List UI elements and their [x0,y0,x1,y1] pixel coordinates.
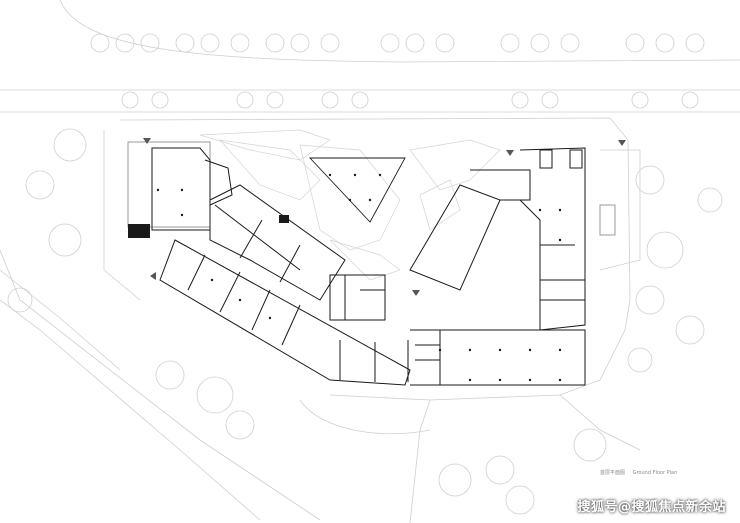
courtyard-pavilion [308,157,406,223]
triangle-marker-icon [143,138,626,296]
tree-canopy-icon [7,33,723,515]
watermark-text: 搜狐号@搜狐焦点新余站 [577,500,726,515]
stair-left [128,215,289,238]
structural-columns [156,173,562,382]
building-right-wing [409,147,616,386]
plan-title-en: Ground Floor Plan [632,470,678,476]
courtyard-landscape [199,129,501,281]
building-left-wing [127,141,411,386]
plan-title-cn: 首层平面图 [600,470,626,476]
plan-legend: 首层平面图 Ground Floor Plan [600,469,683,476]
